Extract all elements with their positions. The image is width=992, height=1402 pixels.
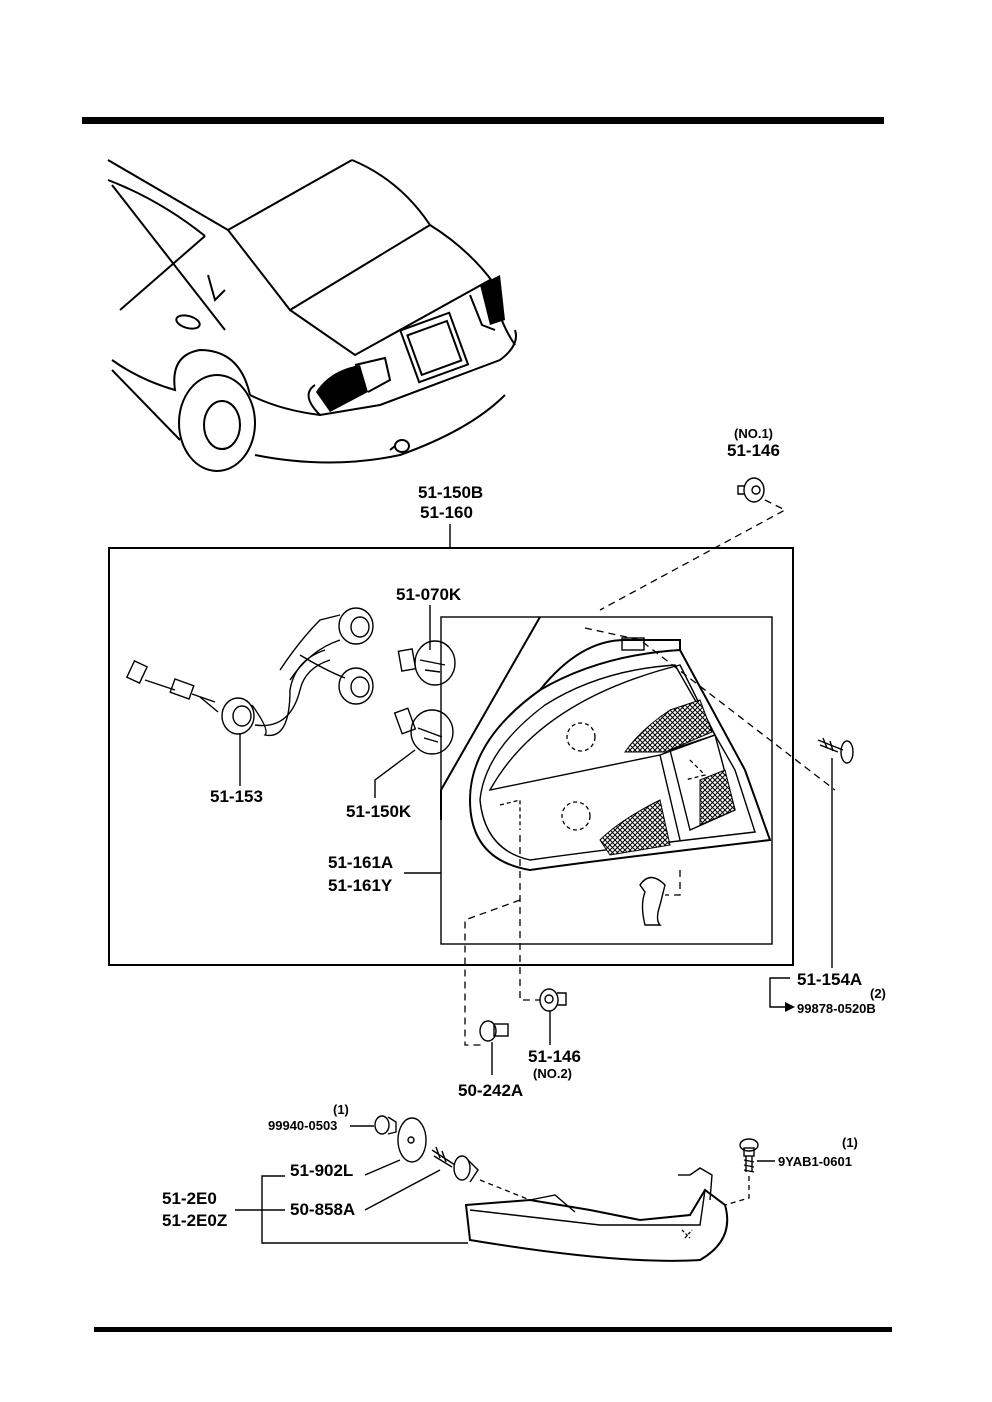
lens-subbox (440, 616, 773, 945)
label-qty1b: (1) (842, 1135, 858, 1150)
label-51-154A: 51-154A (797, 970, 862, 989)
label-no1: (NO.1) (734, 426, 773, 441)
bulb-51-150K (393, 707, 454, 755)
label-99878-0520B: 99878-0520B (797, 1001, 876, 1016)
label-no2: (NO.2) (533, 1066, 572, 1081)
label-51-153: 51-153 (210, 787, 263, 806)
clip-fastener-no1 (737, 477, 765, 503)
bolt-9YAB1-0601 (739, 1138, 759, 1173)
rear-garnish (464, 1167, 729, 1262)
bulb-51-070K (397, 640, 456, 686)
label-51-146-top: 51-146 (727, 441, 780, 460)
label-51-150B: 51-150B (418, 483, 483, 502)
nut-99940-0503 (374, 1115, 397, 1135)
nut-50-242A (479, 1020, 509, 1042)
wiring-harness (125, 607, 374, 737)
car-rear-illustration (107, 159, 517, 472)
label-51-161Y: 51-161Y (328, 876, 393, 895)
label-51-902L: 51-902L (290, 1161, 353, 1180)
label-51-070K: 51-070K (396, 585, 462, 604)
bottom-rule (94, 1327, 892, 1332)
label-51-2E0Z: 51-2E0Z (162, 1211, 227, 1230)
label-51-160: 51-160 (420, 503, 473, 522)
label-51-150K: 51-150K (346, 802, 412, 821)
assembly-box (108, 547, 794, 966)
label-50-858A: 50-858A (290, 1200, 355, 1219)
tail-lamp-lens (468, 637, 772, 872)
label-51-2E0: 51-2E0 (162, 1189, 217, 1208)
label-9YAB1-0601: 9YAB1-0601 (778, 1154, 852, 1169)
top-rule (82, 117, 884, 124)
washer-51-902L (397, 1117, 427, 1163)
screw-51-154A (817, 737, 854, 764)
label-51-161A: 51-161A (328, 853, 393, 872)
label-51-146-bottom: 51-146 (528, 1047, 581, 1066)
label-50-242A: 50-242A (458, 1081, 523, 1100)
label-qty1a: (1) (333, 1102, 349, 1117)
label-99940-0503: 99940-0503 (268, 1118, 337, 1133)
label-qty2: (2) (870, 986, 886, 1001)
bolt-50-858A (431, 1146, 479, 1183)
clip-fastener-no2 (539, 988, 567, 1012)
